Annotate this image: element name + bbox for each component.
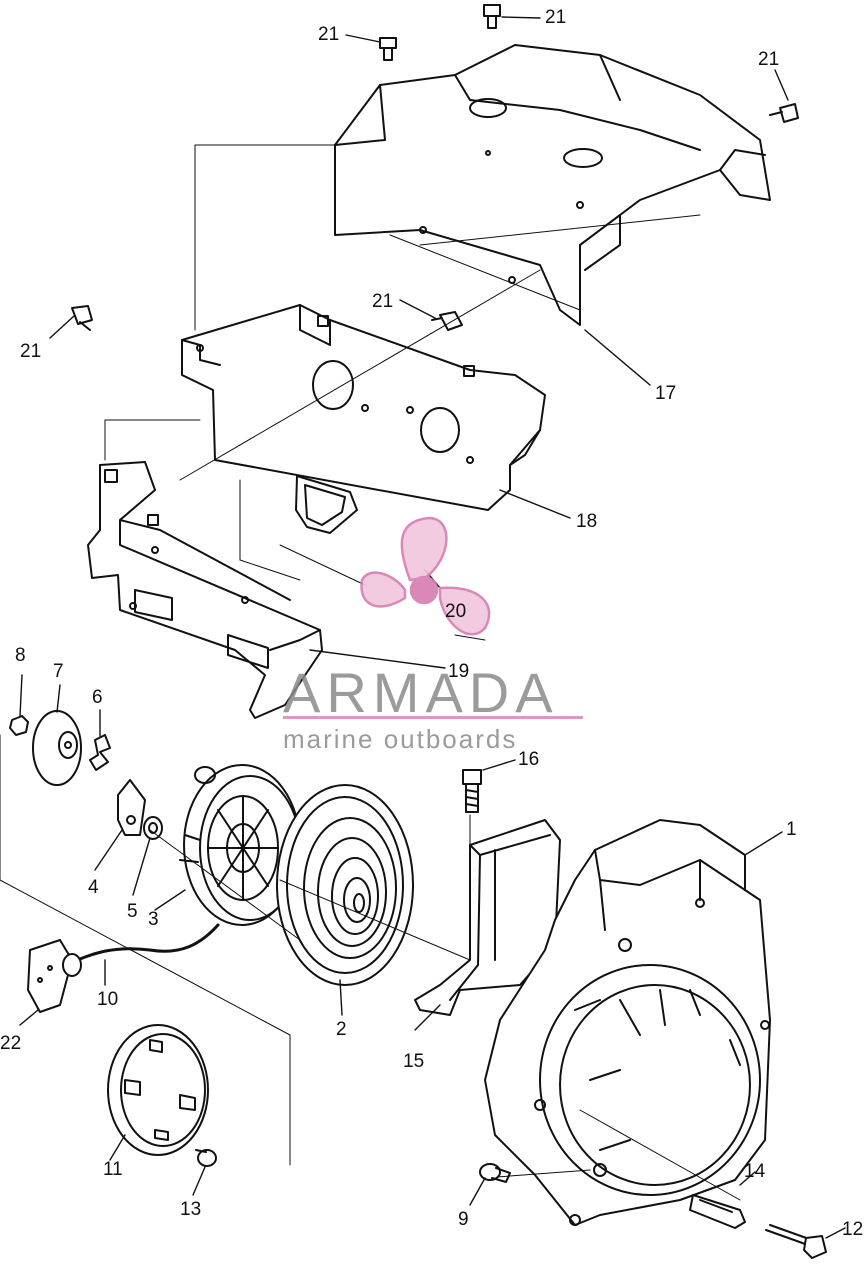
- part-label-11: 11: [103, 1159, 123, 1180]
- part-label-8: 8: [15, 645, 26, 666]
- part-label-18: 18: [576, 511, 598, 532]
- part-label-16: 16: [518, 749, 540, 770]
- part-6-clip: [89, 734, 111, 771]
- part-label-6: 6: [92, 687, 103, 708]
- part-4-pawl: [117, 779, 146, 836]
- part-label-17: 17: [655, 383, 677, 404]
- part-label-22: 22: [0, 1033, 22, 1054]
- part-label-14: 14: [744, 1161, 766, 1182]
- part-9-screw: [479, 1163, 511, 1183]
- part-label-20: 20: [445, 601, 467, 622]
- part-15-side-cover: [414, 819, 561, 1016]
- part-13-screw: [195, 1149, 217, 1167]
- leader-lines: [19, 16, 846, 1239]
- part-label-9: 9: [458, 1209, 469, 1230]
- part-label-5: 5: [127, 901, 138, 922]
- part-20-gasket: [295, 475, 358, 534]
- part-label-15: 15: [403, 1051, 425, 1072]
- part-label-1: 1: [786, 819, 797, 840]
- part-16-bolt: [462, 769, 482, 813]
- part-14-clamp: [689, 1194, 746, 1229]
- part-12-bolt: [765, 1224, 827, 1259]
- part-label-19: 19: [448, 661, 470, 682]
- part-label-21-d: 21: [372, 291, 394, 312]
- part-10-rope: [63, 923, 220, 967]
- part-label-3: 3: [148, 909, 159, 930]
- part-label-13: 13: [180, 1199, 202, 1220]
- part-label-12: 12: [842, 1219, 864, 1240]
- part-label-10: 10: [97, 989, 119, 1010]
- part-19-lower-bracket: [87, 461, 323, 719]
- watermark-brand: ARMADA: [283, 661, 559, 724]
- part-label-21-a: 21: [545, 7, 567, 28]
- part-11-cup: [107, 1024, 209, 1156]
- part-label-21-c: 21: [758, 49, 780, 70]
- part-22-handle: [27, 939, 82, 1013]
- part-label-21-e: 21: [20, 341, 42, 362]
- watermark-divider: [283, 716, 583, 719]
- part-label-21-b: 21: [318, 24, 340, 45]
- part-label-7: 7: [53, 661, 64, 682]
- alignment-lines: [0, 144, 741, 1201]
- part-label-2: 2: [336, 1019, 347, 1040]
- part-5-spring: [143, 816, 163, 840]
- part-8-nut: [9, 715, 29, 736]
- part-17-top-cover: [334, 44, 771, 326]
- part-1-housing: [484, 819, 771, 1226]
- part-18-bracket: [181, 304, 546, 511]
- watermark-tagline: marine outboards: [283, 724, 518, 754]
- part-2-spring: [276, 784, 414, 986]
- part-label-4: 4: [88, 877, 99, 898]
- part-3-pulley: [179, 764, 301, 926]
